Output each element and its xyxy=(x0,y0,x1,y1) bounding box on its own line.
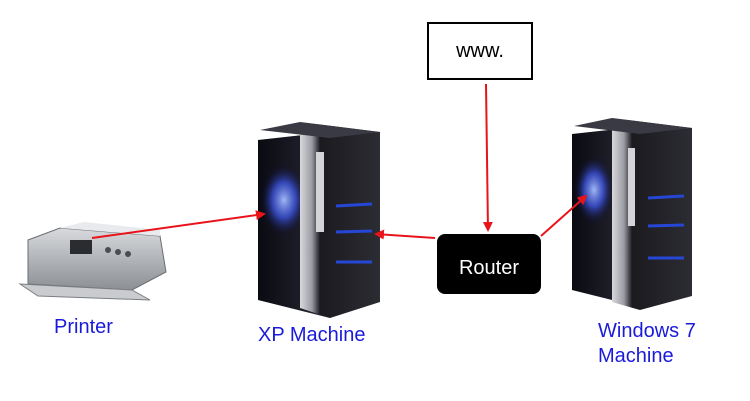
printer-label: Printer xyxy=(54,316,113,338)
win7-machine-tower xyxy=(572,118,692,310)
xp-tower-top xyxy=(260,122,380,138)
xp-tower-glow xyxy=(260,164,308,236)
arrow-router-to-xp xyxy=(374,229,436,240)
win7-tower-front xyxy=(612,118,692,310)
xp-tower-brand-strip xyxy=(316,152,324,232)
win7-machine-label-line1: Windows 7 xyxy=(598,320,696,342)
win7-tower-top xyxy=(574,118,692,134)
xp-drive-light-2 xyxy=(335,229,373,234)
win7-machine-label-line2: Machine xyxy=(598,345,674,367)
win7-tower-glow xyxy=(574,156,614,224)
router-label: Router xyxy=(459,257,519,279)
www-label: www. xyxy=(455,40,504,62)
arrow-router-to-win7 xyxy=(540,194,588,237)
xp-drive-light-1 xyxy=(335,202,373,208)
win7-tower-brand-strip xyxy=(628,148,635,226)
win7-drive-light-2 xyxy=(647,223,685,228)
printer-button-3 xyxy=(125,251,131,257)
xp-machine-tower xyxy=(258,122,380,318)
printer-display xyxy=(70,240,92,254)
router-box xyxy=(437,234,541,294)
printer-button-1 xyxy=(105,247,111,253)
printer-paper-tray xyxy=(18,283,151,301)
router-node: Router xyxy=(437,234,541,294)
printer-button-2 xyxy=(115,249,121,255)
xp-tower-front xyxy=(300,122,380,318)
connections xyxy=(91,83,588,240)
arrow-printer-to-xp xyxy=(91,210,266,239)
xp-machine-label: XP Machine xyxy=(258,324,366,346)
printer-device xyxy=(18,222,167,301)
arrow-www-to-router xyxy=(482,83,493,232)
www-node: www. xyxy=(427,22,533,80)
win7-drive-light-1 xyxy=(647,194,685,200)
www-box xyxy=(427,22,533,80)
